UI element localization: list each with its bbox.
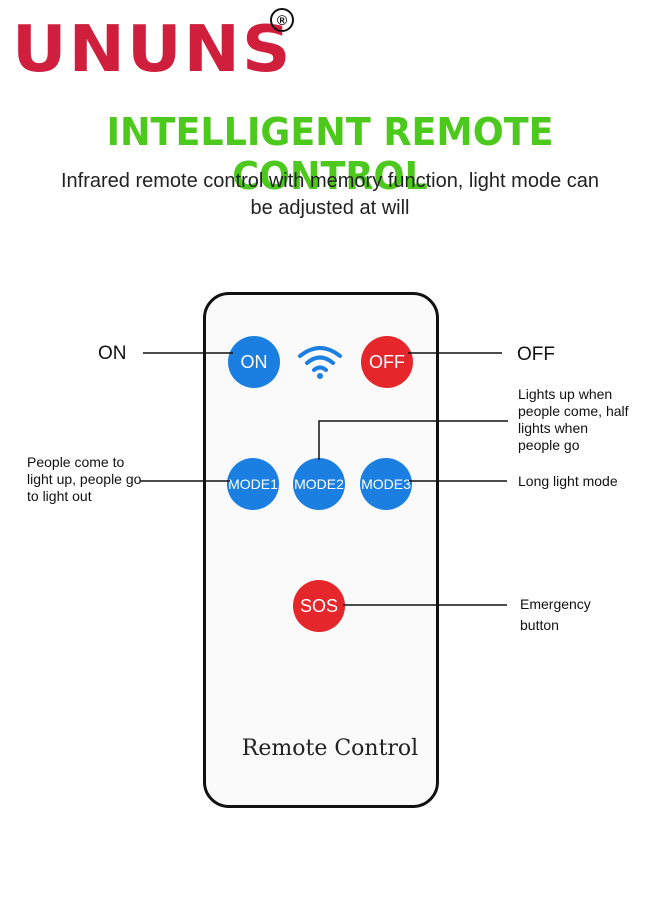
mode3-button[interactable]: MODE3 [360, 458, 412, 510]
headline: INTELLIGENT REMOTE CONTROL [106, 110, 554, 198]
mode2-button[interactable]: MODE2 [293, 458, 345, 510]
off-button[interactable]: OFF [361, 336, 413, 388]
callout-mode2: Lights up when people come, half lights … [518, 386, 629, 453]
callout-off: OFF [517, 344, 555, 365]
subtitle: Infrared remote control with memory func… [60, 170, 600, 219]
wifi-signal-icon [298, 346, 342, 379]
callout-mode3: Long light mode [518, 473, 618, 489]
registered-mark: ® [270, 8, 294, 32]
callout-sos: Emergency button [520, 596, 591, 633]
callout-on: ON [98, 343, 127, 364]
remote-label: Remote Control [241, 736, 419, 761]
on-button[interactable]: ON [228, 336, 280, 388]
sos-button[interactable]: SOS [293, 580, 345, 632]
mode1-button[interactable]: MODE1 [227, 458, 279, 510]
brand-logo: UNUNS [12, 13, 293, 87]
callout-mode1: People come to light up, people go to li… [27, 454, 142, 504]
